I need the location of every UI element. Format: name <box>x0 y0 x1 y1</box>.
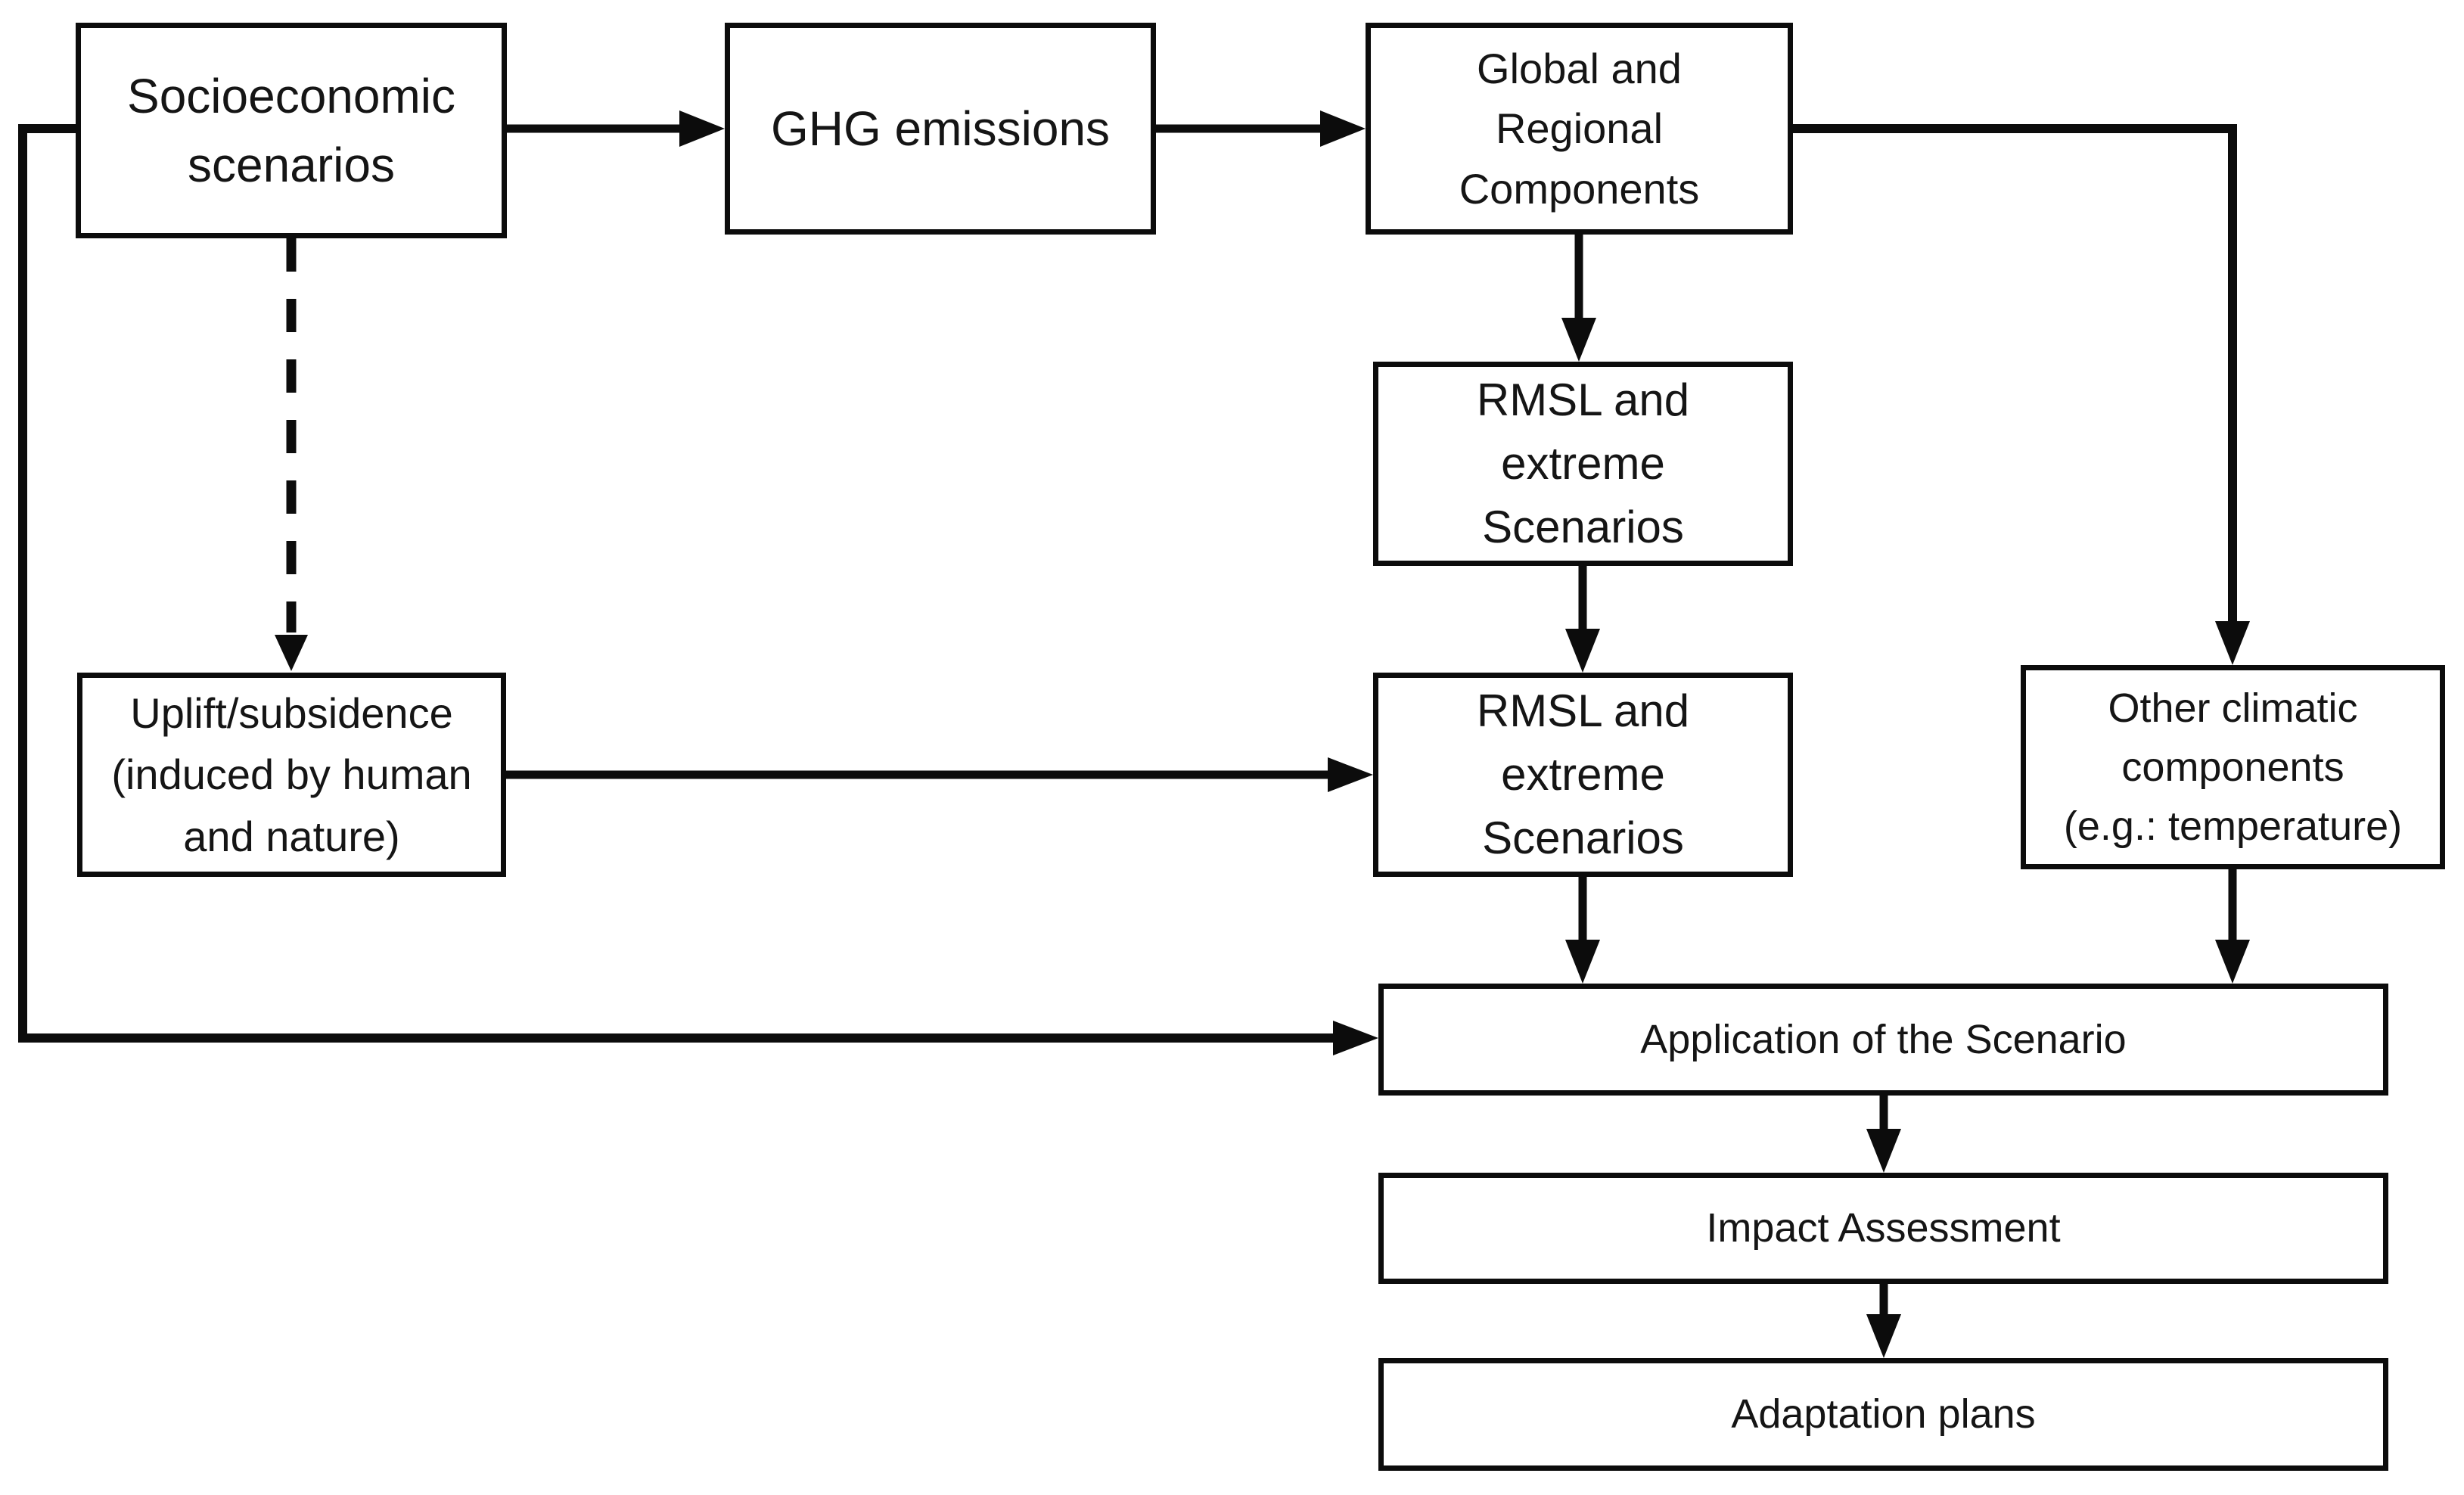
node-label: GHG emissions <box>770 101 1111 156</box>
arrowhead-down-icon <box>1866 1314 1901 1358</box>
arrowhead-down-icon <box>2215 940 2250 984</box>
edge-global-regional-to-rmsl-top <box>1561 235 1596 362</box>
arrowhead-right-icon <box>1320 110 1366 147</box>
arrowhead-down-icon <box>1565 940 1600 984</box>
node-label: RMSL and extreme Scenarios <box>1476 685 1690 863</box>
edge-uplift-to-rmsl-bottom <box>506 757 1373 792</box>
edge-rmsl-top-to-rmsl-bottom <box>1565 566 1600 673</box>
node-label: Socioeconomic scenarios <box>127 68 455 192</box>
edge-other-climatic-to-application <box>2215 869 2250 984</box>
node-application-of-the-scenario: Application of the Scenario <box>1378 984 2388 1096</box>
node-impact-assessment: Impact Assessment <box>1378 1173 2388 1284</box>
edge-socioeconomic-to-uplift-dashed <box>275 238 308 671</box>
node-label: Other climatic components (e.g.: tempera… <box>2063 685 2403 850</box>
node-rmsl-extreme-scenarios-top: RMSL and extreme Scenarios <box>1373 362 1793 566</box>
node-label: Adaptation plans <box>1731 1391 2036 1438</box>
node-ghg-emissions: GHG emissions <box>725 23 1156 235</box>
arrowhead-right-icon <box>1328 757 1373 792</box>
node-other-climatic-components: Other climatic components (e.g.: tempera… <box>2021 665 2445 869</box>
node-adaptation-plans: Adaptation plans <box>1378 1358 2388 1471</box>
arrowhead-down-icon <box>1565 629 1600 673</box>
node-rmsl-extreme-scenarios-bottom: RMSL and extreme Scenarios <box>1373 673 1793 877</box>
edge-socioeconomic-to-application <box>18 124 1378 1055</box>
node-global-regional-components: Global and Regional Components <box>1366 23 1793 235</box>
edge-impact-to-adaptation <box>1866 1284 1901 1358</box>
node-socioeconomic-scenarios: Socioeconomic scenarios <box>76 23 507 238</box>
node-label: Application of the Scenario <box>1640 1016 2127 1062</box>
arrowhead-down-icon <box>2215 621 2250 665</box>
edge-socioeconomic-to-ghg <box>507 110 725 147</box>
edge-ghg-to-global-regional <box>1156 110 1366 147</box>
edge-application-to-impact <box>1866 1096 1901 1173</box>
node-uplift-subsidence: Uplift/subsidence (induced by human and … <box>77 673 506 877</box>
edge-rmsl-bottom-to-application <box>1565 877 1600 984</box>
node-label: Uplift/subsidence (induced by human and … <box>111 689 472 860</box>
arrowhead-down-icon <box>1561 318 1596 362</box>
arrowhead-right-icon <box>1333 1021 1378 1055</box>
arrowhead-right-icon <box>679 110 725 147</box>
arrowhead-down-icon <box>1866 1129 1901 1173</box>
edge-global-regional-to-other-climatic <box>1793 124 2250 665</box>
node-label: RMSL and extreme Scenarios <box>1476 375 1690 552</box>
node-label: Global and Regional Components <box>1459 44 1700 213</box>
arrowhead-down-icon <box>275 635 308 671</box>
node-label: Impact Assessment <box>1706 1205 2061 1251</box>
